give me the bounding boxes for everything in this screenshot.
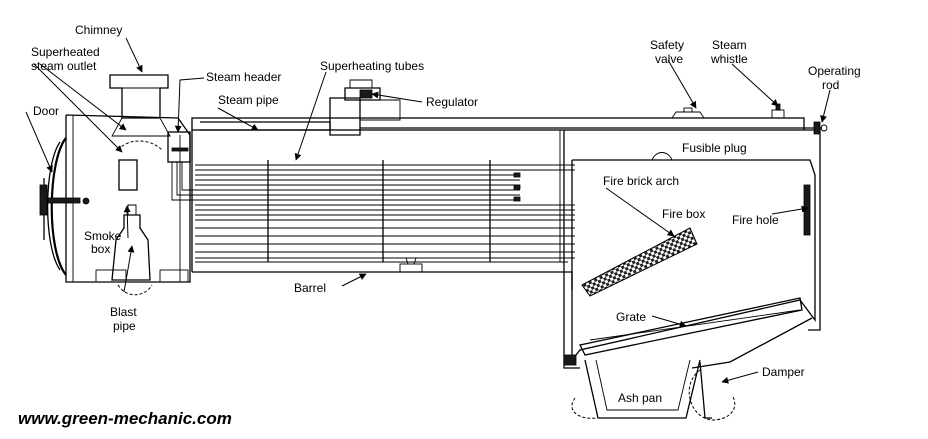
pointer-lines: [25, 37, 831, 384]
label-superheating-tubes: Superheating tubes: [320, 59, 424, 73]
labels: Chimney Superheated steam outlet Steam h…: [18, 23, 861, 428]
label-smoke-box-line1: Smoke: [84, 229, 122, 243]
label-chimney: Chimney: [75, 23, 122, 37]
website-watermark: www.green-mechanic.com: [18, 409, 232, 428]
chimney: [109, 74, 171, 151]
label-steam-header: Steam header: [206, 70, 281, 84]
smoke-box-door: [39, 137, 90, 276]
label-regulator: Regulator: [426, 95, 478, 109]
label-blast-pipe-line2: pipe: [113, 319, 136, 333]
label-fusible-plug: Fusible plug: [682, 141, 747, 155]
label-superheated-line1: Superheated: [31, 45, 100, 59]
label-operating-rod-line1: Operating: [808, 64, 861, 78]
label-operating-rod-line2: rod: [822, 78, 839, 92]
label-fire-box: Fire box: [662, 207, 705, 221]
superheating-tubes: [195, 160, 575, 262]
label-fire-brick-arch: Fire brick arch: [603, 174, 679, 188]
label-barrel: Barrel: [294, 281, 326, 295]
steam-whistle: [771, 103, 785, 119]
label-safety-valve-line2: valve: [655, 52, 683, 66]
label-steam-whistle-line2: whistle: [710, 52, 748, 66]
steam-header: [167, 131, 195, 201]
label-fire-hole: Fire hole: [732, 213, 779, 227]
label-steam-pipe: Steam pipe: [218, 93, 279, 107]
label-damper: Damper: [762, 365, 805, 379]
label-grate: Grate: [616, 310, 646, 324]
operating-rod: [360, 121, 828, 135]
label-ash-pan: Ash pan: [618, 391, 662, 405]
steam-pipe-and-regulator: [200, 79, 401, 136]
label-superheated-line2: steam outlet: [31, 59, 97, 73]
label-blast-pipe-line1: Blast: [110, 305, 137, 319]
label-door: Door: [33, 104, 59, 118]
blast-pipe: [111, 159, 153, 296]
label-smoke-box-line2: box: [91, 242, 110, 256]
grate-and-ash-pan: [563, 297, 813, 421]
label-steam-whistle-line1: Steam: [712, 38, 747, 52]
safety-valve: [671, 107, 705, 119]
label-safety-valve-line1: Safety: [650, 38, 684, 52]
